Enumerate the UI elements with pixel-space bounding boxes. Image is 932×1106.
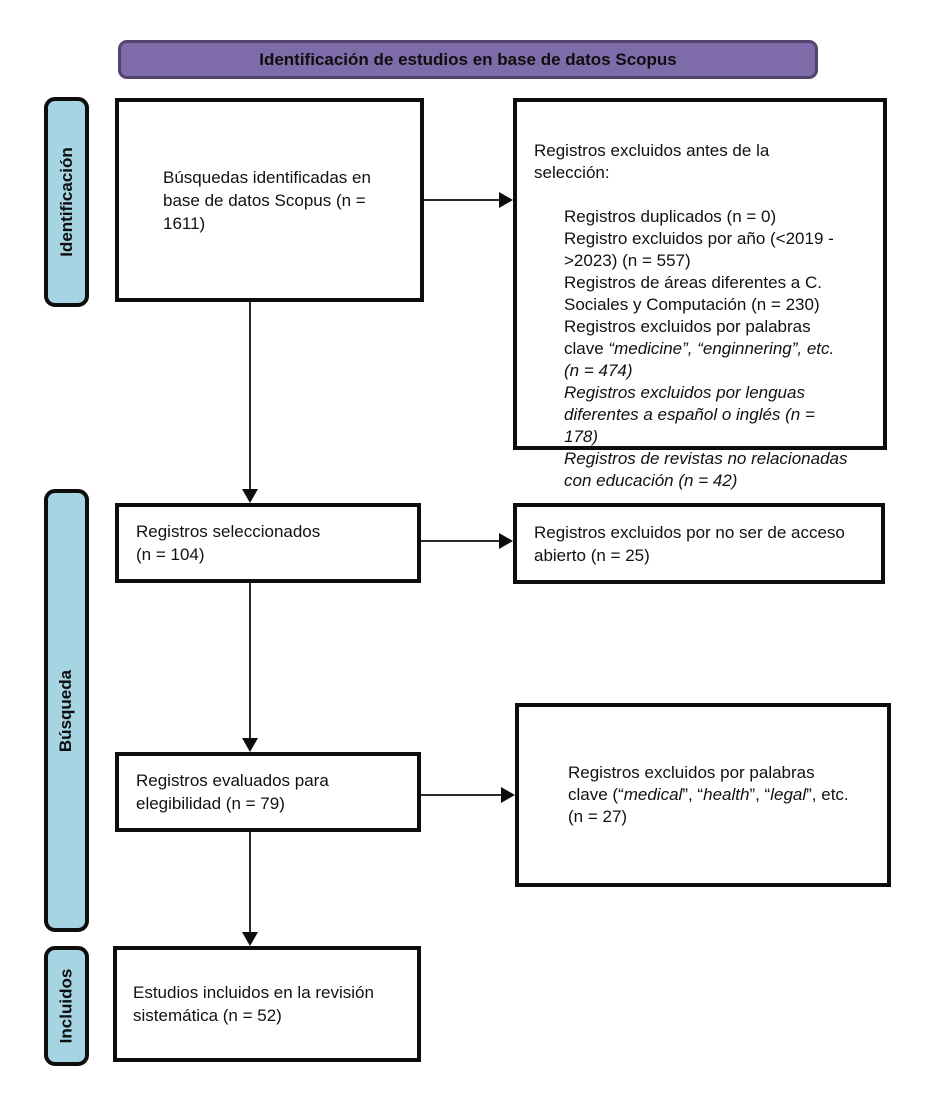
exclusion-header: Registros excluidos antes de la selecció… (534, 141, 770, 182)
box-text: Registros excluidos por no ser de acceso… (534, 522, 845, 565)
box-records-identified: Búsquedas identificadas en base de datos… (115, 98, 424, 302)
exclusion-reason-item: Registro excluidos por año (<2019 - >202… (564, 229, 834, 270)
arrow-down-icon (242, 489, 258, 503)
arrow-down-icon (242, 738, 258, 752)
arrow-right-icon (499, 533, 513, 549)
box-text: Registros excluidos por palabras clave (… (568, 763, 849, 826)
box-excluded-open-access: Registros excluidos por no ser de acceso… (513, 503, 885, 584)
arrow-right-icon (501, 787, 515, 803)
stage-label-identificacion: Identificación (44, 97, 89, 307)
box-records-selected: Registros seleccionados (n = 104) (115, 503, 421, 583)
exclusion-reason-item: Registros de revistas no relacionadas co… (564, 449, 848, 490)
box-text: Registros seleccionados (n = 104) (136, 522, 321, 564)
box-excluded-keywords: Registros excluidos por palabras clave (… (515, 703, 891, 887)
arrow-selected-to-assessed-line (249, 583, 251, 738)
box-excluded-before-selection: Registros excluidos antes de la selecció… (513, 98, 887, 490)
diagram-title: Identificación de estudios en base de da… (118, 40, 818, 79)
stage-label-busqueda: Búsqueda (44, 489, 89, 932)
arrow-selected-to-excluded-line (421, 540, 499, 542)
exclusion-reason-item: Registros de áreas diferentes a C. Socia… (564, 273, 822, 314)
exclusion-reason-item: Registros duplicados (n = 0) (564, 207, 777, 226)
stage-label-incluidos: Incluidos (44, 946, 89, 1066)
stage-label-text: Incluidos (56, 968, 76, 1044)
arrow-assessed-to-excluded-line (421, 794, 501, 796)
arrow-identified-to-selected-line (249, 302, 251, 489)
box-text: Estudios incluidos en la revisión sistem… (133, 983, 374, 1025)
exclusion-reason-item: Registros excluidos por palabras clave “… (564, 317, 835, 380)
arrow-assessed-to-included-line (249, 832, 251, 932)
arrow-down-icon (242, 932, 258, 946)
box-records-assessed: Registros evaluados para elegibilidad (n… (115, 752, 421, 832)
box-text: Búsquedas identificadas en base de datos… (163, 167, 371, 233)
box-text: Registros evaluados para elegibilidad (n… (136, 771, 329, 813)
box-studies-included: Estudios incluidos en la revisión sistem… (113, 946, 421, 1062)
exclusion-reason-item: Registros excluidos por lenguas diferent… (564, 383, 815, 446)
stage-label-text: Identificación (56, 147, 76, 257)
arrow-identified-to-excluded-line (424, 199, 499, 201)
stage-label-text: Búsqueda (56, 669, 76, 752)
arrow-right-icon (499, 192, 513, 208)
exclusion-reason-list: Registros duplicados (n = 0) Registro exc… (534, 206, 873, 492)
